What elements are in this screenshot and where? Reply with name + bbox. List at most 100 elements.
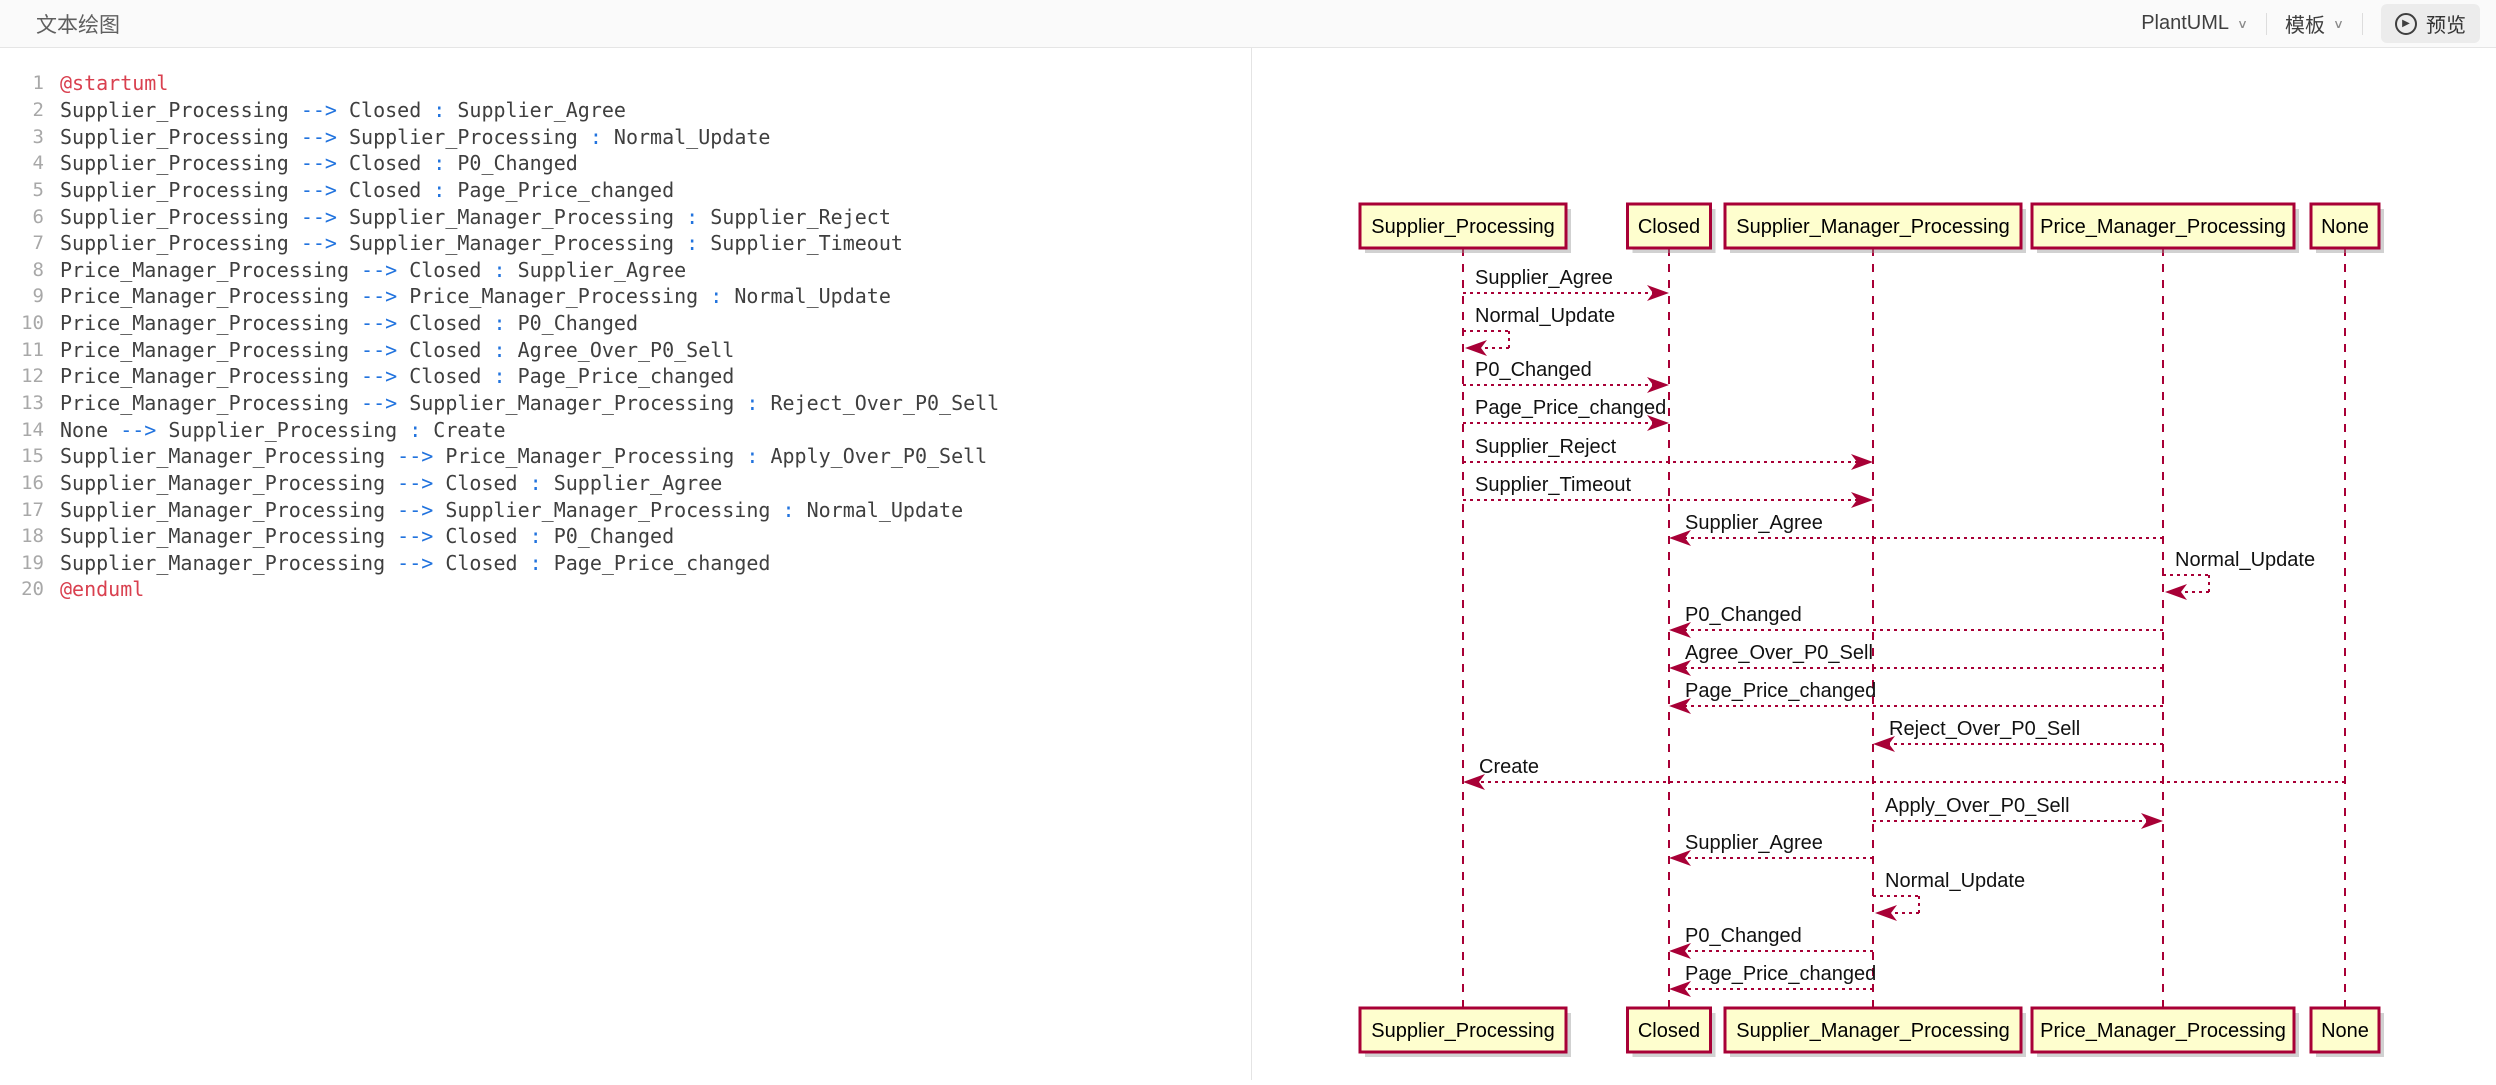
arrowhead-icon: [1669, 850, 1691, 866]
participant-name: Closed: [1638, 1020, 1700, 1042]
arrowhead-icon: [1851, 454, 1873, 470]
message-label: Normal_Update: [1475, 305, 1615, 327]
participant-name: None: [2321, 1020, 2369, 1042]
message-label: Normal_Update: [1885, 870, 2025, 892]
message-label: Supplier_Agree: [1685, 832, 1823, 854]
line-number: 14: [21, 418, 44, 441]
code-line[interactable]: 6 Supplier_Processing --> Supplier_Manage…: [0, 203, 1251, 230]
line-number: 15: [21, 445, 44, 468]
code-line-text: @startuml: [60, 71, 169, 96]
code-line[interactable]: 11 Price_Manager_Processing --> Closed : …: [0, 336, 1251, 363]
arrowhead-icon: [1669, 981, 1691, 997]
arrowhead-icon: [1647, 377, 1669, 393]
code-line-text: None --> Supplier_Processing : Create: [60, 417, 506, 442]
code-line-text: Price_Manager_Processing --> Closed : Pa…: [60, 364, 735, 389]
code-line[interactable]: 10 Price_Manager_Processing --> Closed : …: [0, 310, 1251, 337]
message-label: Normal_Update: [2175, 549, 2315, 571]
line-number: 11: [21, 338, 44, 361]
arrowhead-icon: [1463, 774, 1485, 790]
message-label: Page_Price_changed: [1475, 397, 1666, 419]
template-dropdown-label: 模板: [2285, 15, 2326, 37]
participant-box: [1358, 1006, 1568, 1054]
participant-box: [1626, 1006, 1712, 1054]
code-line-text: Price_Manager_Processing --> Closed : Ag…: [60, 337, 735, 362]
arrowhead-icon: [1873, 736, 1895, 752]
code-line[interactable]: 14 None --> Supplier_Processing : Create: [0, 416, 1251, 443]
code-line-text: Supplier_Processing --> Supplier_Manager…: [60, 204, 891, 229]
diagram-preview-pane: Supplier_Processing Closed Supplier_Manage…: [1252, 48, 2496, 1080]
code-line-text: Price_Manager_Processing --> Supplier_Ma…: [60, 391, 1000, 415]
toolbar-divider: [2362, 12, 2363, 35]
arrowhead-icon: [2165, 584, 2187, 600]
message-label: Create: [1479, 756, 1539, 778]
code-line-text: Supplier_Processing --> Closed : Supplie…: [60, 97, 626, 122]
line-number: 8: [32, 258, 44, 281]
line-number: 16: [21, 471, 44, 494]
message-label: Agree_Over_P0_Sell: [1685, 642, 1873, 664]
participant-box: [2309, 202, 2381, 250]
code-line[interactable]: 7 Supplier_Processing --> Supplier_Manage…: [0, 230, 1251, 257]
line-number: 1: [32, 72, 44, 95]
code-line[interactable]: 20 @enduml: [0, 576, 1251, 603]
message-label: P0_Changed: [1475, 359, 1592, 381]
toolbar-divider: [2266, 12, 2268, 35]
code-line[interactable]: 1 @startuml: [0, 70, 1251, 97]
code-line-text: Supplier_Manager_Processing --> Closed :…: [60, 470, 723, 495]
message-label: Page_Price_changed: [1685, 680, 1876, 702]
code-line-text: Supplier_Processing --> Supplier_Manager…: [60, 231, 903, 256]
toolbar: PlantUML ∨ 模板 ∨ ▶ 预览: [2141, 4, 2496, 43]
code-line[interactable]: 16 Supplier_Manager_Processing --> Closed…: [0, 470, 1251, 497]
plantuml-dropdown-label: PlantUML: [2141, 12, 2230, 34]
participant-box: [2030, 1006, 2296, 1054]
participant-box: [1723, 1006, 2023, 1054]
participant-name: Supplier_Processing: [1371, 1020, 1554, 1042]
arrowhead-icon: [1669, 943, 1691, 959]
code-line[interactable]: 15 Supplier_Manager_Processing --> Price_…: [0, 443, 1251, 470]
line-number: 20: [21, 578, 44, 601]
preview-button-label: 预览: [2426, 15, 2466, 37]
code-line-text: Supplier_Processing --> Closed : P0_Chan…: [60, 151, 578, 176]
line-number: 9: [32, 285, 44, 308]
participant-box: [1723, 202, 2023, 250]
message-label: P0_Changed: [1685, 925, 1802, 947]
message-label: Reject_Over_P0_Sell: [1889, 718, 2080, 740]
participant-name: Supplier_Manager_Processing: [1736, 216, 2010, 238]
code-line[interactable]: 18 Supplier_Manager_Processing --> Closed…: [0, 523, 1251, 550]
code-line-text: @enduml: [60, 577, 145, 602]
participant-box: [1626, 202, 1712, 250]
message-label: Supplier_Timeout: [1475, 474, 1631, 496]
play-circle-icon: ▶: [2395, 12, 2417, 35]
line-number: 7: [32, 232, 44, 255]
preview-button[interactable]: ▶ 预览: [2381, 4, 2480, 43]
template-dropdown[interactable]: 模板 ∨: [2285, 9, 2344, 38]
code-line-text: Supplier_Manager_Processing --> Price_Ma…: [60, 444, 988, 469]
page-title: 文本绘图: [36, 13, 120, 37]
line-number: 10: [21, 312, 44, 335]
arrowhead-icon: [1465, 340, 1487, 356]
participant-name: Closed: [1638, 216, 1700, 238]
arrowhead-icon: [2141, 813, 2163, 829]
participant-name: None: [2321, 216, 2369, 238]
participant-name: Price_Manager_Processing: [2040, 216, 2286, 238]
code-line-text: Price_Manager_Processing --> Closed : P0…: [60, 311, 638, 336]
line-number: 13: [21, 392, 44, 414]
plantuml-dropdown[interactable]: PlantUML ∨: [2141, 12, 2248, 35]
message-label: Supplier_Reject: [1475, 436, 1617, 458]
message-label: Apply_Over_P0_Sell: [1885, 795, 2070, 817]
arrowhead-icon: [1669, 622, 1691, 638]
code-line[interactable]: 13 Price_Manager_Processing --> Supplier_…: [0, 390, 1251, 417]
line-number: 6: [32, 205, 44, 228]
code-line-text: Supplier_Manager_Processing --> Closed :…: [60, 524, 675, 549]
message-label: Supplier_Agree: [1685, 512, 1823, 534]
line-number: 18: [21, 525, 44, 548]
